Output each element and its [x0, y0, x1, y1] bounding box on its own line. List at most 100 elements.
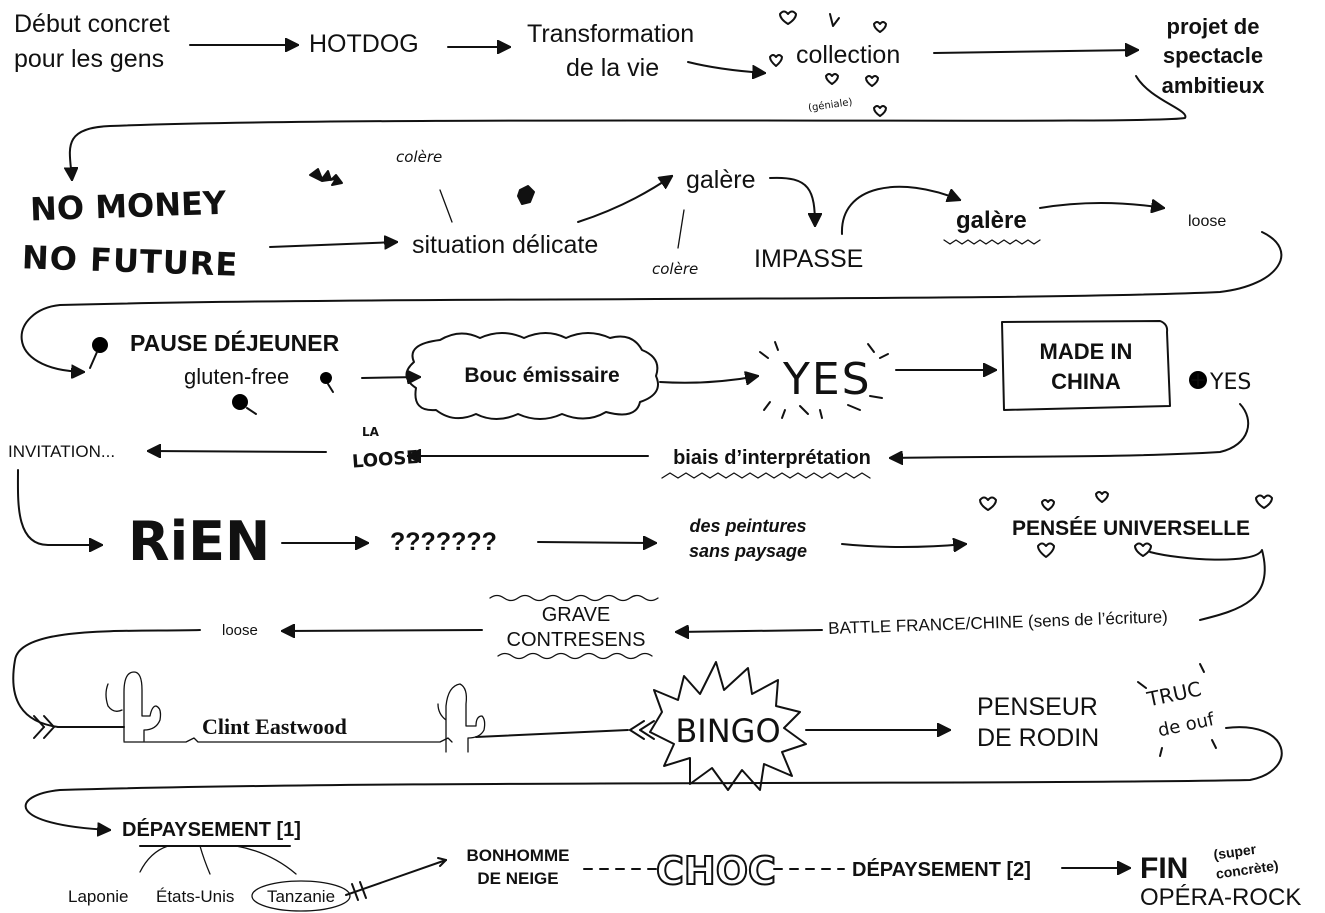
galere2-underline: [943, 239, 1041, 245]
cactus-icon-right: [437, 683, 486, 753]
arrow-battle-grave: [676, 630, 823, 632]
arrow-nomoney-situation: [269, 242, 397, 247]
bingo-label: BINGO: [675, 712, 780, 750]
hotdog-label: HOTDOG: [309, 30, 419, 58]
truc-burst-lines: [1137, 663, 1217, 757]
colere-bottom-label: colère: [652, 260, 698, 278]
opera-label: OPÉRA-ROCK: [1140, 884, 1301, 911]
connector-row1-row2: [70, 75, 1187, 180]
arrow-impasse-galere2: [840, 185, 960, 235]
peintures-line1: des peintures: [689, 516, 806, 536]
loose-row2-label: loose: [1188, 213, 1226, 230]
peintures-line2: sans paysage: [689, 541, 807, 561]
depaysement1-label: DÉPAYSEMENT [1]: [122, 818, 301, 841]
penseur-line2: DE RODIN: [977, 724, 1099, 752]
battle-label: BATTLE FRANCE/CHINE (sens de l’écriture): [828, 607, 1168, 638]
arrow-clint-bingo: [475, 729, 629, 738]
start-text-line2: pour les gens: [14, 45, 164, 73]
branch-tanzanie: [235, 845, 297, 875]
yes-burst-lines: [759, 341, 889, 419]
rien-label: RiEN: [128, 510, 270, 573]
connector-row5-row6: [1149, 549, 1266, 621]
bonhomme-line2: DE NEIGE: [477, 869, 558, 888]
flower-icons: [89, 337, 334, 415]
bingo-burst-shape: [649, 661, 807, 791]
colere-bottom-line: [677, 209, 685, 249]
arrow-situation-galere: [577, 176, 672, 223]
loose-row4-label: LOOSE: [351, 447, 419, 473]
loose-row6-label: loose: [222, 622, 258, 639]
clint-label: Clint Eastwood: [202, 714, 347, 739]
etats-unis-label: États-Unis: [156, 887, 234, 906]
projet-line3: ambitieux: [1162, 73, 1265, 98]
choc-label: CHOC: [656, 849, 776, 893]
made-line2: CHINA: [1051, 369, 1121, 394]
arrow-galere-impasse: [769, 176, 815, 226]
impasse-label: IMPASSE: [754, 245, 863, 273]
arrow-grave-loose: [282, 630, 483, 631]
yes-label: YES: [782, 354, 872, 405]
arrow-questions-peintures: [537, 542, 656, 543]
connector-row3-row4: [890, 403, 1250, 458]
gluten-label: gluten-free: [184, 364, 289, 389]
arrow-tip-bingo: [629, 720, 655, 740]
arrow-fletching-row7: [33, 715, 125, 739]
nomoney-line2: NO FUTURE: [21, 238, 238, 284]
biais-label: biais d’interprétation: [673, 447, 871, 469]
collection-label: collection: [796, 41, 900, 69]
fin-label: FIN: [1140, 852, 1188, 885]
colere-top-label: colère: [396, 148, 442, 166]
grave-bottom-wave: [497, 652, 653, 660]
biais-underline: [661, 472, 871, 479]
laponie-label: Laponie: [68, 887, 129, 906]
truc-line1: TRUC: [1144, 677, 1203, 712]
arrow-galere2-loose: [1039, 203, 1164, 208]
bonhomme-line1: BONHOMME: [467, 846, 570, 865]
depaysement2-label: DÉPAYSEMENT [2]: [852, 858, 1031, 881]
truc-line2: de ouf: [1156, 709, 1217, 742]
connector-row6-row7: [12, 629, 201, 728]
projet-line2: spectacle: [1163, 43, 1263, 68]
connector-row7-row8: [24, 726, 1283, 830]
grave-line1: GRAVE: [542, 604, 611, 626]
situation-label: situation délicate: [412, 231, 598, 259]
cactus-icon-left: [105, 671, 162, 742]
bouc-cloud-shape: [405, 332, 659, 420]
heart-icons-pensee: [979, 491, 1273, 558]
transformation-line2: de la vie: [566, 54, 659, 82]
projet-line1: projet de: [1167, 14, 1260, 39]
arrow-bouc-yes: [659, 376, 758, 383]
arrow-fletching-row8: [345, 857, 447, 901]
scribble-icons: [309, 168, 535, 205]
connector-row2-row3: [20, 231, 1283, 372]
arrow-collection-projet: [933, 50, 1138, 53]
branch-laponie: [139, 845, 169, 873]
grave-top-wave: [489, 594, 659, 602]
super-line1: (super: [1212, 841, 1257, 863]
pause-label: PAUSE DÉJEUNER: [130, 329, 340, 356]
branch-etats-unis: [199, 845, 211, 875]
transformation-line1: Transformation: [527, 20, 694, 48]
desert-ground-line: [123, 737, 453, 743]
made-box: [1001, 320, 1171, 411]
galere2-label: galère: [956, 207, 1027, 234]
made-line1: MADE IN: [1040, 339, 1133, 364]
tanzanie-label: Tanzanie: [267, 887, 335, 906]
arrow-peintures-pensee: [841, 544, 966, 547]
la-label: LA: [362, 425, 380, 439]
colere-top-line: [439, 189, 453, 223]
questions-label: ???????: [390, 528, 497, 556]
arrow-pause-bouc: [361, 377, 420, 378]
heart-icons-collection: [769, 10, 887, 117]
plus-yes-label: YES: [1209, 370, 1251, 395]
galere1-label: galère: [686, 166, 756, 194]
arrow-transformation-collection: [687, 61, 765, 73]
invitation-label: INVITATION...: [8, 442, 115, 461]
tanzanie-circle: [251, 880, 351, 912]
nomoney-line1: NO MONEY: [29, 184, 227, 229]
grave-line2: CONTRESENS: [507, 629, 646, 651]
connector-row4-row5: [16, 469, 102, 545]
collection-note: (géniale): [807, 96, 853, 114]
start-text-line1: Début concret: [14, 10, 170, 38]
